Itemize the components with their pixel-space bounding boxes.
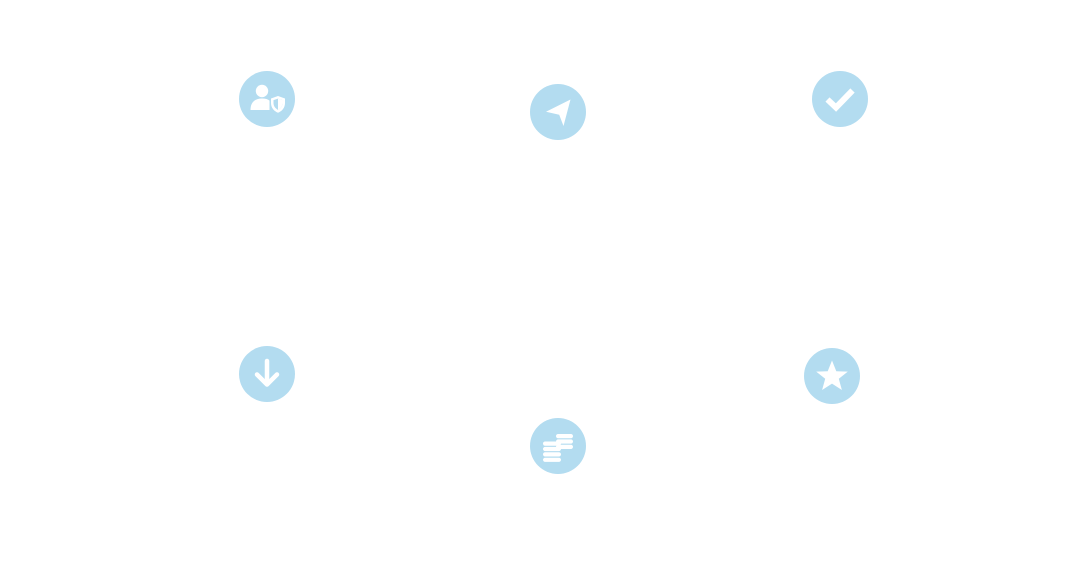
- download-arrow-icon: [254, 358, 280, 387]
- check-badge[interactable]: [812, 71, 868, 127]
- coins-stack-icon: [543, 434, 573, 462]
- check-icon: [825, 88, 855, 112]
- navigation-badge[interactable]: [530, 84, 586, 140]
- coins-badge[interactable]: [530, 418, 586, 474]
- download-badge[interactable]: [239, 346, 295, 402]
- user-shield-icon: [250, 84, 285, 113]
- star-icon: [816, 360, 848, 390]
- navigation-arrow-icon: [546, 99, 571, 126]
- user-shield-badge[interactable]: [239, 71, 295, 127]
- star-badge[interactable]: [804, 348, 860, 404]
